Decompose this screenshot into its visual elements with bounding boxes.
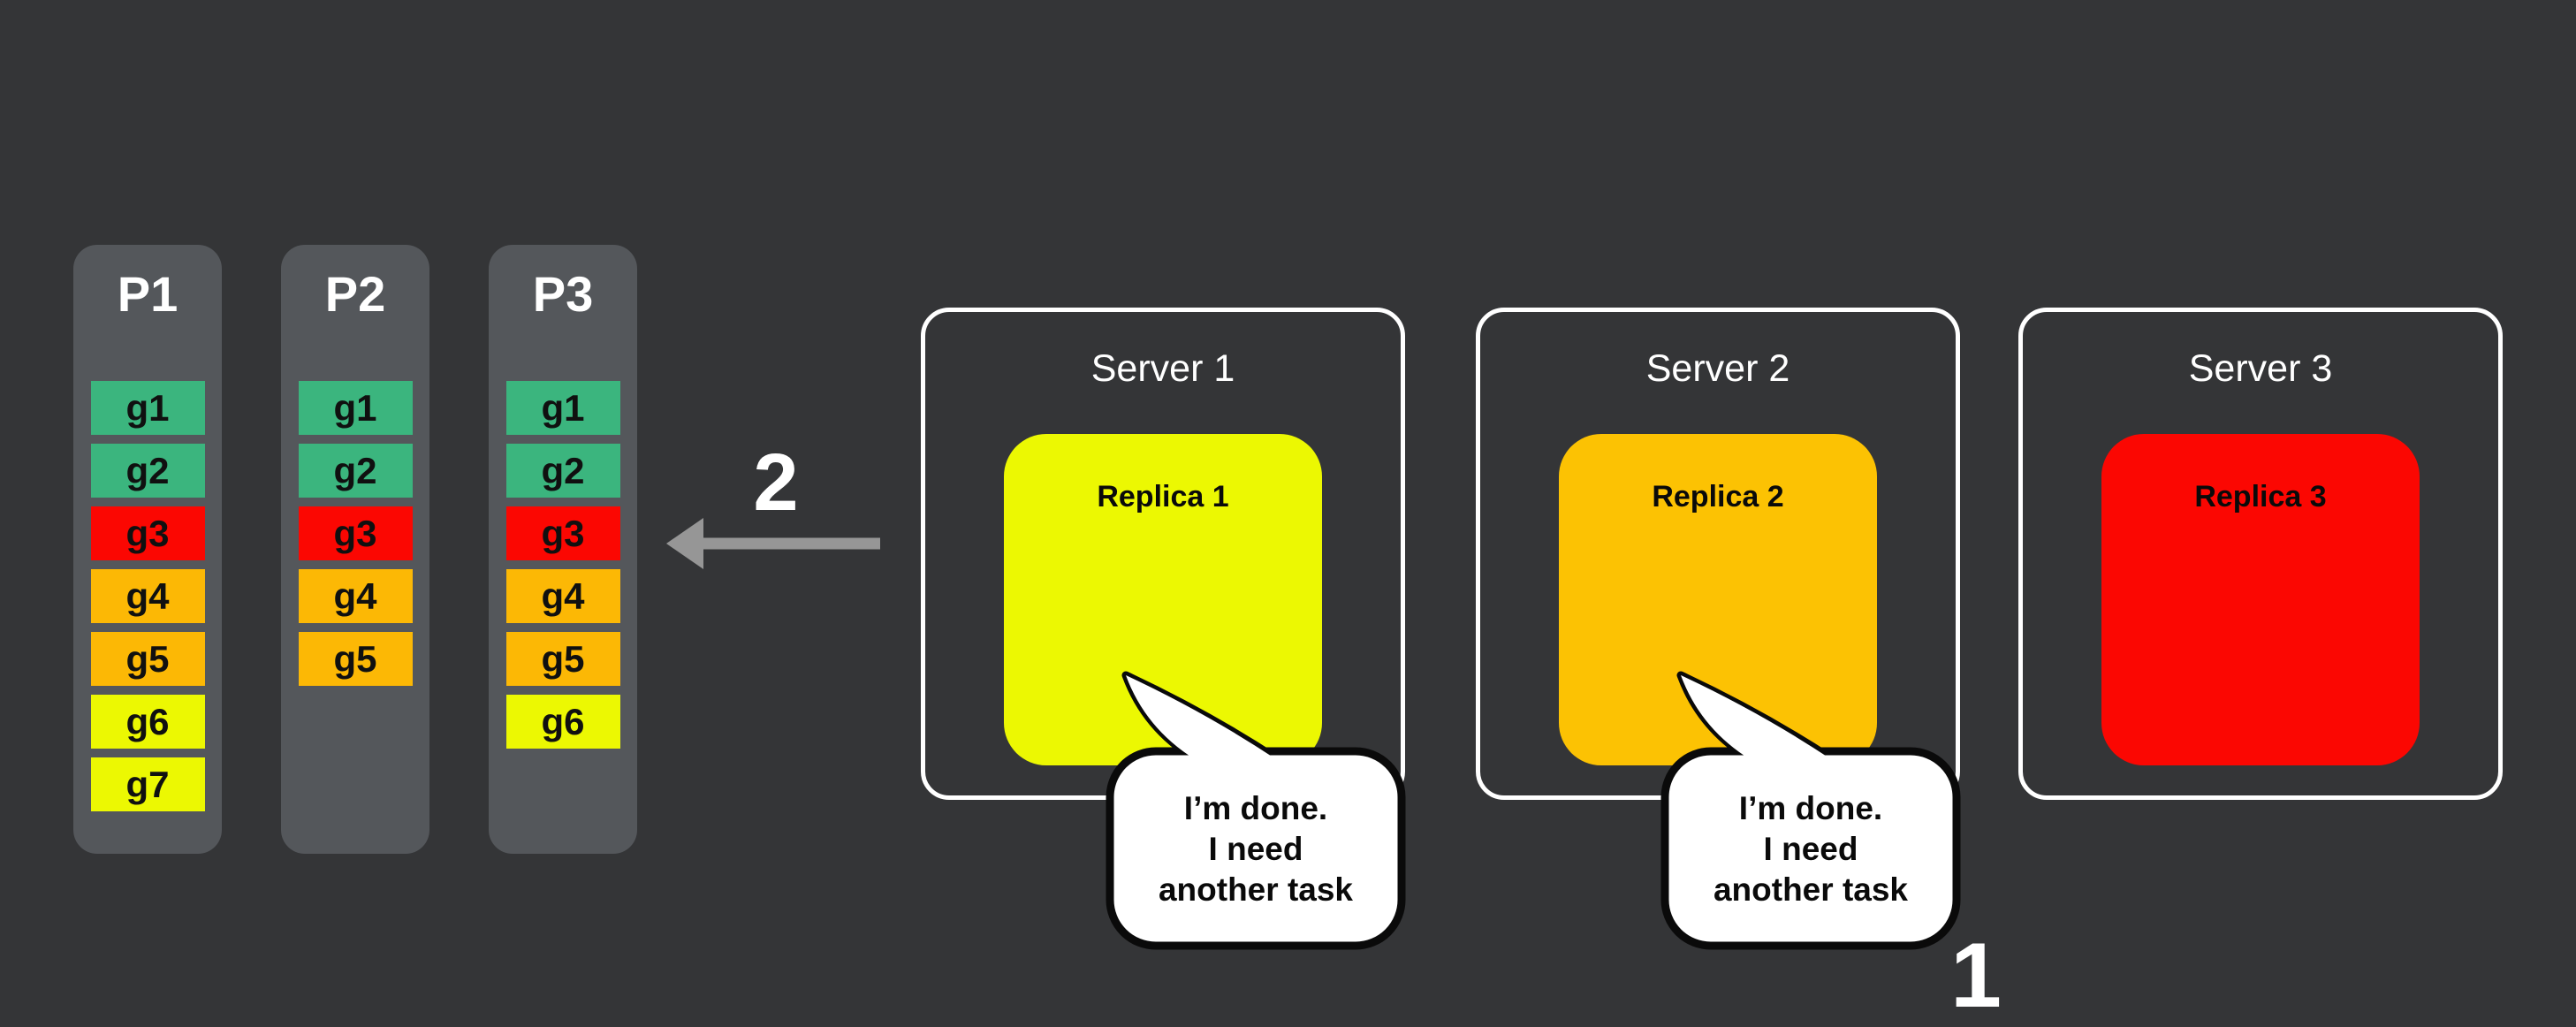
bubble-line: I’m done. [1183,790,1328,826]
task-cell: g4 [90,569,205,623]
task-cell: g6 [90,695,205,749]
bubble-line: another task [1158,871,1353,908]
task-cell: g5 [90,632,205,686]
task-cell: g4 [298,569,413,623]
server-title: Server 2 [1645,347,1790,390]
speech-bubble-server1: I’m done. I need another task [1110,758,1402,940]
server-title: Server 3 [2188,347,2333,390]
task-cell: g7 [90,757,205,811]
task-cell: g2 [90,444,205,498]
task-cell: g2 [505,444,620,498]
task-cell: g3 [298,506,413,560]
replica-3: Replica 3 [2101,434,2420,765]
replica-title: Replica 3 [2194,480,2327,514]
step-1-label: 1 [1950,924,2002,1027]
arrow-left-icon [666,518,880,569]
partition-title: P3 [532,266,594,322]
partition-p2: P2 g1 g2 g3 g4 g5 [281,245,429,854]
bubble-line: I’m done. [1738,790,1883,826]
partition-task-list: g1 g2 g3 g4 g5 [281,381,429,686]
partition-task-list: g1 g2 g3 g4 g5 g6 g7 [73,381,222,811]
bubble-line: another task [1713,871,1908,908]
bubble-line: I need [1208,831,1303,867]
task-cell: g1 [298,381,413,435]
speech-bubble-shape [1106,671,1406,950]
task-cell: g3 [90,506,205,560]
task-cell: g2 [298,444,413,498]
task-cell: g6 [505,695,620,749]
task-cell: g5 [505,632,620,686]
partition-p1: P1 g1 g2 g3 g4 g5 g6 g7 [73,245,222,854]
speech-bubble-server2: I’m done. I need another task [1665,758,1957,940]
replica-title: Replica 2 [1652,480,1784,514]
speech-bubble-shape [1660,671,1961,950]
replica-title: Replica 1 [1097,480,1229,514]
partition-title: P2 [324,266,386,322]
server-2-box: Server 2 Replica 2 [1476,308,1960,800]
task-cell: g4 [505,569,620,623]
server-title: Server 1 [1090,347,1235,390]
partition-p3: P3 g1 g2 g3 g4 g5 g6 [489,245,637,854]
bubble-line: I need [1763,831,1858,867]
partition-task-list: g1 g2 g3 g4 g5 g6 [489,381,637,749]
task-cell: g1 [90,381,205,435]
step-2-label: 2 [753,437,799,528]
task-cell: g5 [298,632,413,686]
partition-title: P1 [117,266,179,322]
server-1-box: Server 1 Replica 1 [921,308,1405,800]
task-cell: g3 [505,506,620,560]
task-cell: g1 [505,381,620,435]
server-3-box: Server 3 Replica 3 [2018,308,2503,800]
